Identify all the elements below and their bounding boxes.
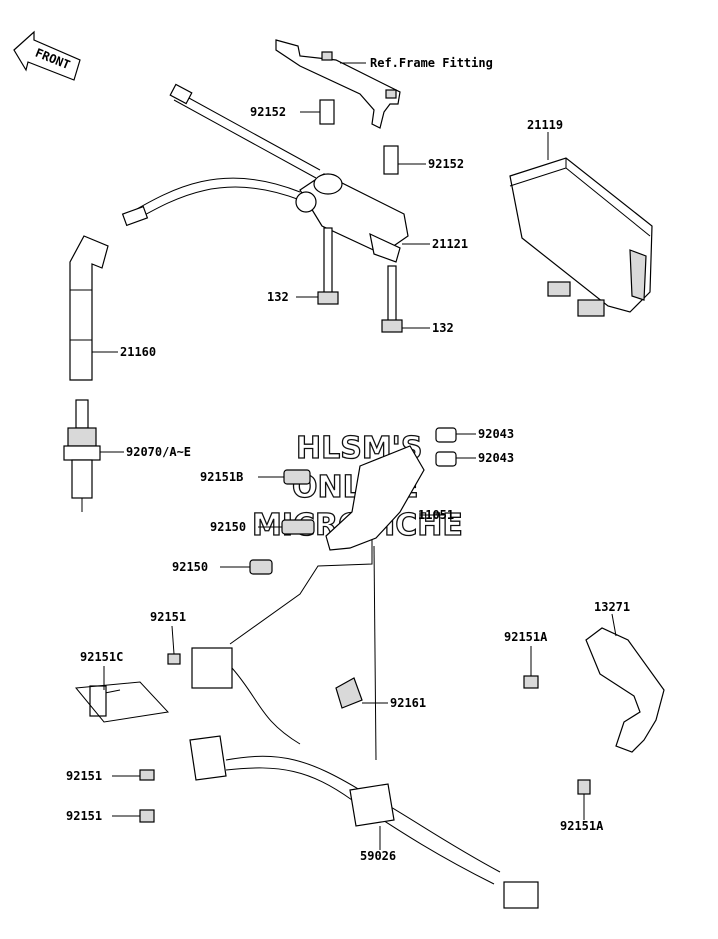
screw-92151-top bbox=[167, 653, 181, 665]
label-92150-b: 92150 bbox=[172, 560, 208, 574]
spacer-92152-a bbox=[319, 99, 335, 125]
patch-92161 bbox=[335, 677, 363, 709]
spark-plug-cap bbox=[69, 235, 109, 381]
cdi-unit bbox=[509, 157, 653, 317]
label-92070: 92070/A~E bbox=[126, 445, 191, 459]
label-92151b: 92151B bbox=[200, 470, 243, 484]
label-11051: 11051 bbox=[418, 508, 454, 522]
pickup-coil bbox=[229, 427, 457, 761]
label-132-b: 132 bbox=[432, 321, 454, 335]
label-92043-a: 92043 bbox=[478, 427, 514, 441]
screw-92151b bbox=[283, 469, 311, 485]
ignition-coil bbox=[121, 83, 409, 263]
screw-92151a-low bbox=[577, 779, 591, 795]
frame-bracket bbox=[275, 39, 401, 129]
bolt-132-b bbox=[381, 265, 403, 333]
spark-plug bbox=[63, 399, 101, 512]
screw-92150-a bbox=[281, 519, 315, 535]
label-92151-b: 92151 bbox=[66, 769, 102, 783]
bolt-132-a bbox=[317, 227, 339, 305]
label-132-a: 132 bbox=[267, 290, 289, 304]
front-arrow-icon: FRONT bbox=[13, 30, 81, 81]
label-21121: 21121 bbox=[432, 237, 468, 251]
screw-92151-low bbox=[139, 809, 155, 823]
label-92151-a: 92151 bbox=[150, 610, 186, 624]
screw-92150-b bbox=[249, 559, 273, 575]
wiring-harness bbox=[75, 647, 539, 909]
label-92151-c: 92151 bbox=[66, 809, 102, 823]
label-13271: 13271 bbox=[594, 600, 630, 614]
label-59026: 59026 bbox=[360, 849, 396, 863]
screw-92151a-top bbox=[523, 675, 539, 689]
label-92152-a: 92152 bbox=[250, 105, 286, 119]
leader-lines bbox=[92, 62, 617, 850]
screw-92151-mid bbox=[139, 769, 155, 781]
label-92150-a: 92150 bbox=[210, 520, 246, 534]
label-92043-b: 92043 bbox=[478, 451, 514, 465]
label-ref-frame: Ref.Frame Fitting bbox=[370, 56, 493, 70]
label-92151c: 92151C bbox=[80, 650, 123, 664]
spacer-92152-b bbox=[383, 145, 399, 175]
label-92151a-a: 92151A bbox=[504, 630, 548, 644]
label-21160: 21160 bbox=[120, 345, 156, 359]
label-21119: 21119 bbox=[527, 118, 563, 132]
label-92161: 92161 bbox=[390, 696, 426, 710]
guard-cover bbox=[585, 627, 665, 753]
label-92152-b: 92152 bbox=[428, 157, 464, 171]
label-92151a-b: 92151A bbox=[560, 819, 604, 833]
